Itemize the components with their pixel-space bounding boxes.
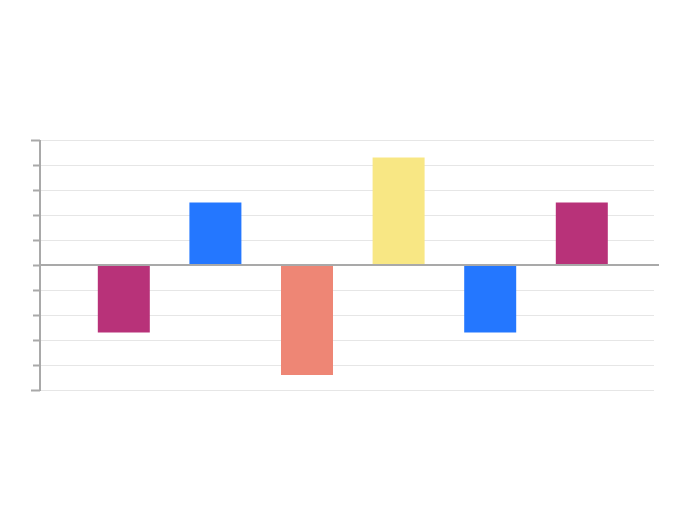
bars — [97, 157, 608, 375]
bar — [189, 202, 242, 265]
bar — [464, 265, 517, 333]
bar — [97, 265, 150, 333]
bar — [372, 157, 425, 265]
axes — [31, 139, 659, 392]
bar — [281, 265, 333, 375]
bar — [555, 202, 608, 265]
